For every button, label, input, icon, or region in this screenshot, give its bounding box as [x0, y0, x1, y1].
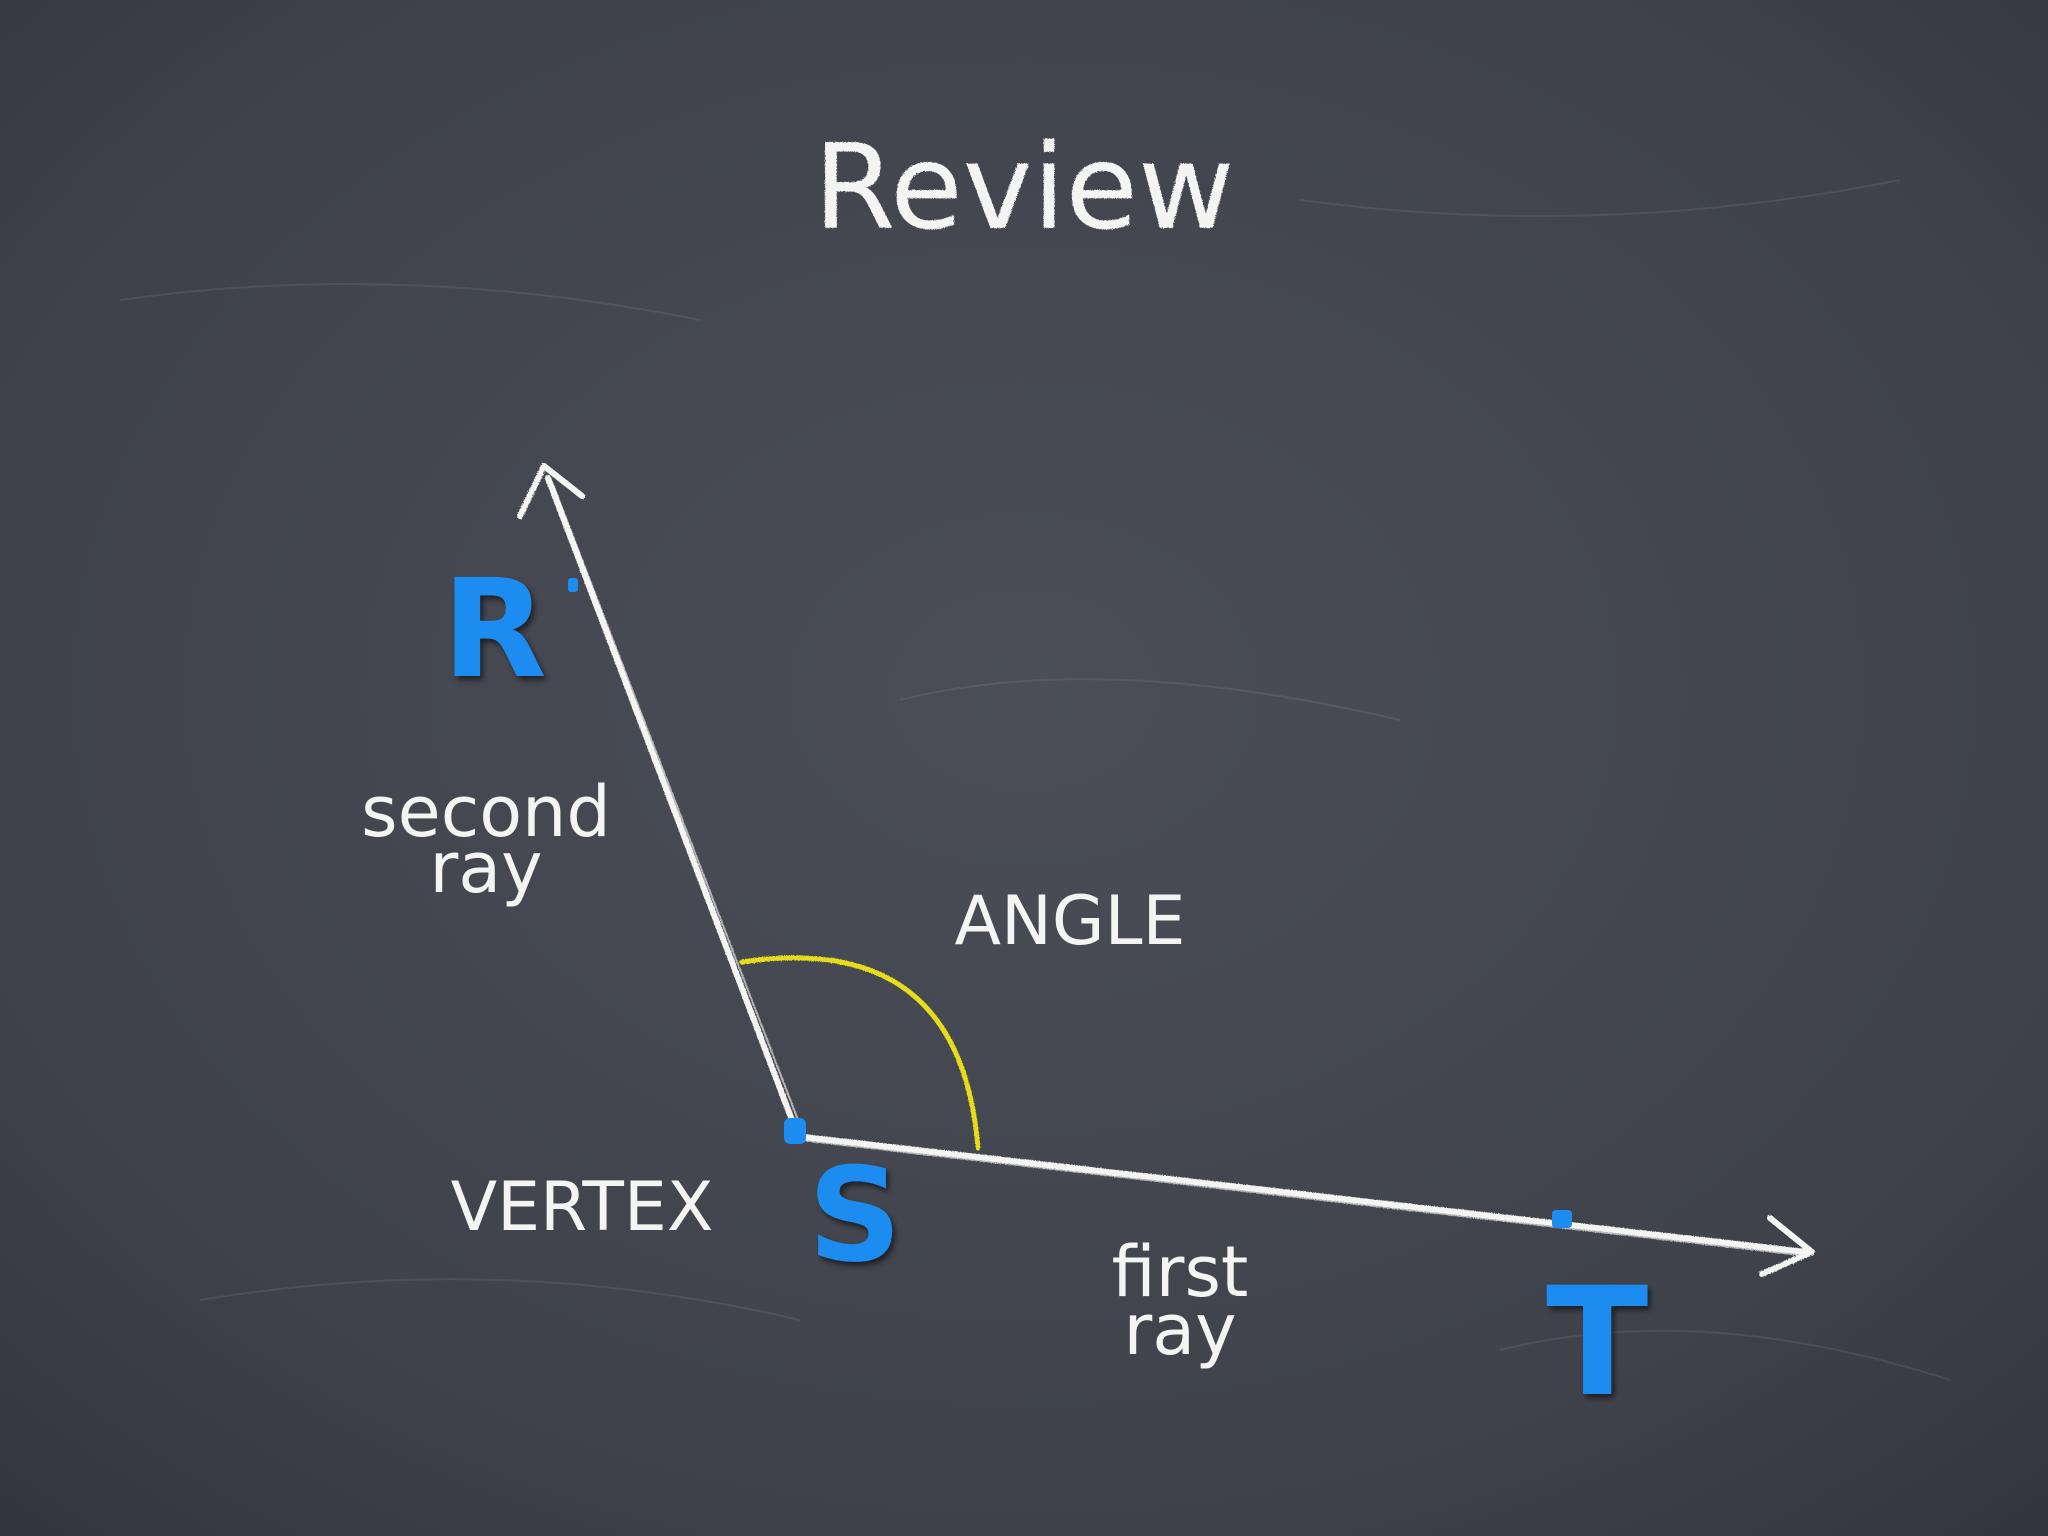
point-t-label: T — [1546, 1256, 1648, 1430]
first-ray-label-line1: first — [1112, 1231, 1249, 1313]
first-ray-arrowhead — [1759, 1215, 1815, 1277]
first-ray-label-line2: ray — [1123, 1289, 1236, 1371]
point-t-dot — [1552, 1210, 1572, 1228]
point-s-dot — [784, 1118, 806, 1144]
point-r-label: R — [442, 551, 547, 709]
vertex-label: VERTEX — [451, 1168, 714, 1247]
angle-label: ANGLE — [955, 882, 1186, 961]
second-ray — [517, 463, 799, 1131]
chalk-smudges — [119, 179, 1951, 1381]
point-r-dot — [568, 578, 578, 592]
angle-arc — [739, 955, 981, 1151]
second-ray-arrowhead — [517, 463, 585, 519]
second-ray-label-line2: ray — [429, 827, 542, 909]
point-s-label: S — [808, 1139, 902, 1291]
second-ray-label-line1: second — [361, 771, 611, 853]
first-ray — [792, 1133, 1815, 1277]
page-title: Review — [813, 118, 1234, 256]
